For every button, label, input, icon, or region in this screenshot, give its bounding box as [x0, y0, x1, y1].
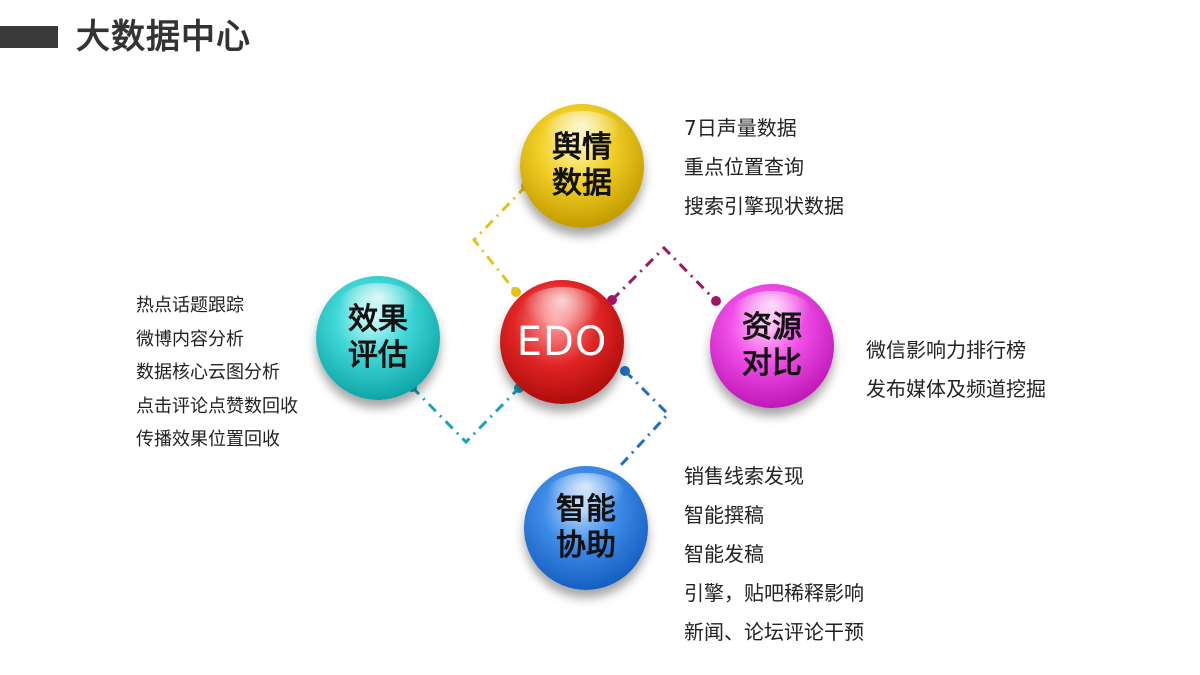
list-item: 微信影响力排行榜	[866, 338, 1026, 362]
list-item: 微博内容分析	[136, 328, 244, 350]
list-item: 销售线索发现	[684, 464, 804, 488]
list-item: 点击评论点赞数回收	[136, 395, 298, 417]
connector-ziyuan	[610, 245, 718, 303]
list-item: 新闻、论坛评论干预	[684, 620, 864, 644]
node-center-label: EDO	[516, 319, 608, 365]
list-item: 7日声量数据	[684, 116, 797, 140]
page-title: 大数据中心	[76, 17, 251, 57]
title-accent-bar	[0, 26, 58, 48]
list-xiaoguo: 热点话题跟踪 微博内容分析 数据核心云图分析 点击评论点赞数回收 传播效果位置回…	[136, 289, 298, 457]
connector-yuqing	[472, 184, 528, 293]
node-xiaoguo: 效果 评估	[316, 276, 440, 400]
list-item: 热点话题跟踪	[136, 295, 244, 316]
node-zhineng: 智能 协助	[524, 466, 648, 590]
list-yuqing: 7日声量数据 重点位置查询 搜索引擎现状数据	[684, 109, 844, 226]
node-yuqing: 舆情 数据	[520, 104, 644, 228]
node-ziyuan-label: 资源 对比	[742, 310, 802, 381]
list-item: 数据核心云图分析	[136, 362, 280, 383]
list-item: 智能发稿	[684, 542, 764, 566]
node-ziyuan: 资源 对比	[710, 284, 834, 408]
connector-dot	[511, 287, 521, 297]
node-center-edo: EDO	[500, 280, 624, 404]
list-ziyuan: 微信影响力排行榜 发布媒体及频道挖掘	[866, 331, 1046, 409]
list-item: 智能撰稿	[684, 503, 764, 527]
list-item: 发布媒体及频道挖掘	[866, 377, 1046, 401]
connector-xiaoguo	[410, 385, 521, 445]
connector-zhineng	[618, 369, 671, 468]
list-item: 传播效果位置回收	[136, 429, 280, 450]
connector-dot	[711, 296, 721, 306]
connector-dot	[620, 366, 630, 376]
list-item: 搜索引擎现状数据	[684, 194, 844, 218]
node-zhineng-label: 智能 协助	[556, 492, 616, 563]
list-item: 引擎，贴吧稀释影响	[684, 581, 864, 605]
node-xiaoguo-label: 效果 评估	[348, 302, 408, 373]
list-item: 重点位置查询	[684, 155, 804, 179]
node-yuqing-label: 舆情 数据	[552, 130, 612, 201]
list-zhineng: 销售线索发现 智能撰稿 智能发稿 引擎，贴吧稀释影响 新闻、论坛评论干预	[684, 457, 864, 652]
